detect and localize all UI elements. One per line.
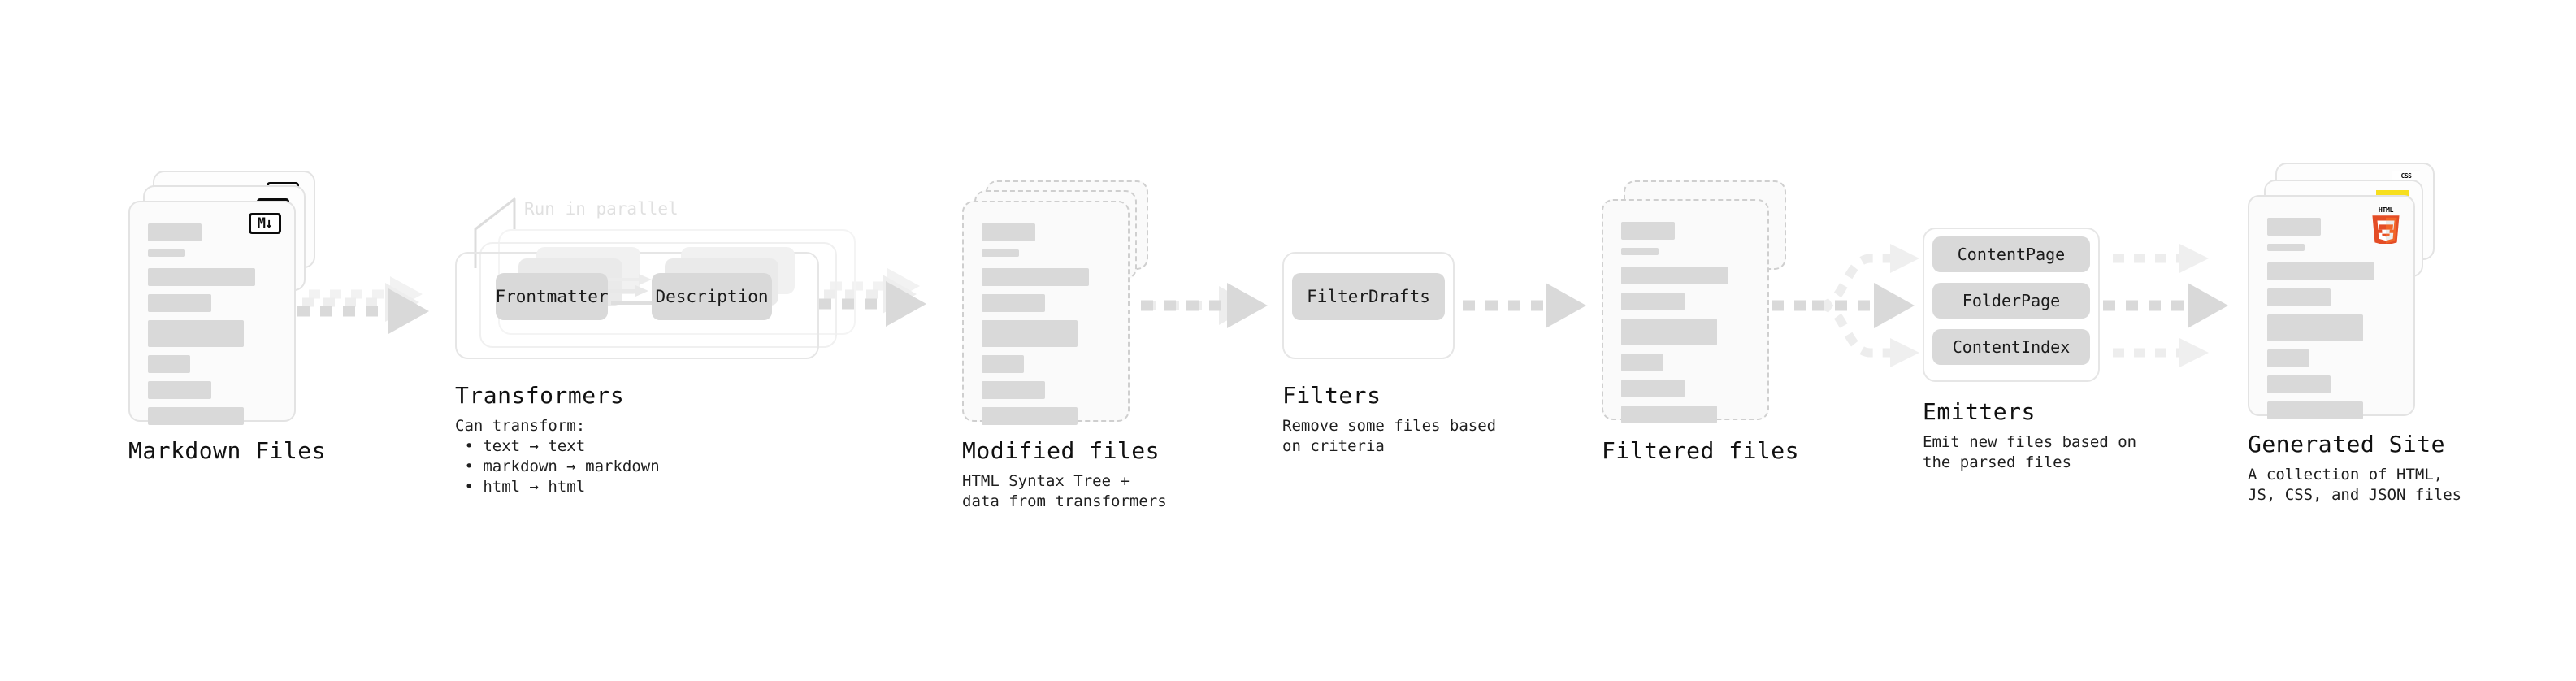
- content-line: [2267, 288, 2331, 306]
- content-line: [148, 320, 244, 347]
- filtered-files-title: Filtered files: [1602, 437, 1800, 464]
- content-line: [1621, 406, 1717, 423]
- content-line: [1621, 267, 1728, 284]
- content-line: [2267, 218, 2321, 236]
- svg-text:HTML: HTML: [2379, 206, 2394, 214]
- content-line: [1621, 293, 1685, 310]
- content-line: [148, 407, 244, 425]
- content-line: [1621, 248, 1659, 255]
- site-card-content: [2267, 218, 2399, 427]
- filter-pill-filterdrafts[interactable]: FilterDrafts: [1292, 273, 1445, 320]
- filtered-card-content: [1621, 222, 1753, 432]
- markdown-card-content: [148, 223, 280, 433]
- content-line: [982, 249, 1019, 257]
- filters-subtitle: Remove some files based on criteria: [1282, 417, 1497, 455]
- content-line: [148, 294, 211, 312]
- content-line: [982, 223, 1035, 241]
- content-line: [148, 268, 255, 286]
- content-line: [1621, 319, 1717, 345]
- transformers-subtitle: Can transform: • text → text • markdown …: [455, 417, 660, 496]
- emitters-title: Emitters: [1923, 398, 2036, 425]
- markdown-files-title: Markdown Files: [128, 437, 327, 464]
- modified-card-front: [962, 201, 1130, 425]
- content-line: [148, 381, 211, 399]
- arrow-markdown-to-transformers: [297, 276, 429, 334]
- transformer-pill-frontmatter[interactable]: Frontmatter: [495, 273, 609, 320]
- emitter-pill-folderpage[interactable]: FolderPage: [1932, 283, 2090, 319]
- emitter-pill-contentindex[interactable]: ContentIndex: [1932, 329, 2090, 365]
- run-in-parallel-label: Run in parallel: [524, 199, 679, 219]
- transformers-title: Transformers: [455, 382, 625, 409]
- markdown-card-front: M↓: [128, 201, 296, 425]
- arrow-filtered-to-emitters: [1772, 244, 1919, 367]
- filters-box: [1282, 252, 1455, 359]
- content-line: [148, 223, 202, 241]
- html5-icon: HTML: [2370, 205, 2402, 246]
- emitter-pill-contentpage[interactable]: ContentPage: [1932, 236, 2090, 272]
- content-line: [982, 355, 1024, 373]
- content-line: [2267, 244, 2305, 251]
- content-line: [2267, 401, 2363, 419]
- arrow-emitters-to-site: [2103, 244, 2228, 367]
- arrow-modified-to-filters: [1141, 283, 1268, 328]
- content-line: [2267, 349, 2309, 367]
- content-line: [148, 355, 190, 373]
- emitters-subtitle: Emit new files based on the parsed files: [1923, 433, 2137, 471]
- modified-files-title: Modified files: [962, 437, 1160, 464]
- content-line: [982, 268, 1089, 286]
- site-card-front: HTML: [2248, 195, 2415, 419]
- content-line: [2267, 314, 2363, 341]
- modified-files-subtitle: HTML Syntax Tree + data from transformer…: [962, 472, 1167, 510]
- filters-title: Filters: [1282, 382, 1381, 409]
- content-line: [982, 381, 1045, 399]
- generated-site-title: Generated Site: [2248, 431, 2446, 458]
- emitters-box: [1923, 228, 2100, 382]
- content-line: [2267, 262, 2374, 280]
- content-line: [982, 294, 1045, 312]
- markdown-badge: M↓: [249, 213, 281, 234]
- content-line: [1621, 222, 1675, 240]
- filtered-card-front: [1602, 199, 1769, 423]
- generated-site-subtitle: A collection of HTML, JS, CSS, and JSON …: [2248, 466, 2462, 504]
- arrow-filters-to-filtered: [1463, 283, 1586, 328]
- content-line: [982, 320, 1078, 347]
- modified-card-content: [982, 223, 1113, 433]
- content-line: [1621, 380, 1685, 397]
- content-line: [2267, 375, 2331, 393]
- transformer-pill-description[interactable]: Description: [652, 273, 772, 320]
- content-line: [982, 407, 1078, 425]
- content-line: [148, 249, 185, 257]
- transformers-box-mid: [479, 242, 837, 348]
- content-line: [1621, 354, 1663, 371]
